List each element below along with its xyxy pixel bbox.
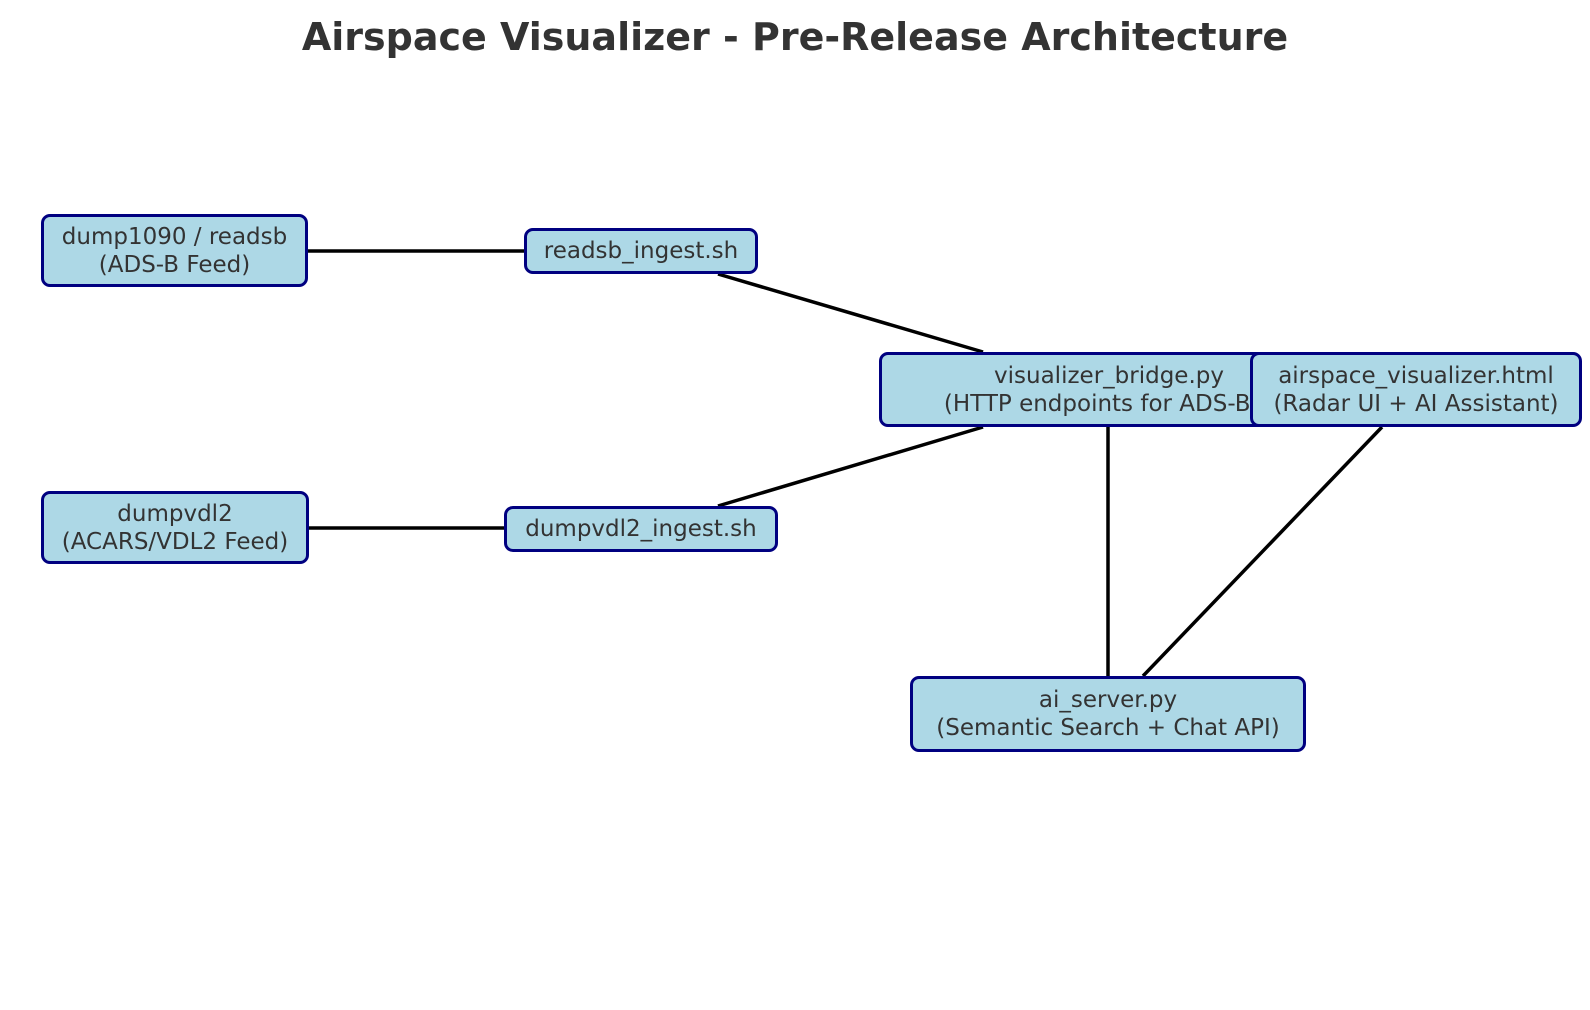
node-label: dumpvdl2 — [117, 500, 233, 527]
node-sublabel: (HTTP endpoints for ADS-B/A — [943, 390, 1275, 417]
node-sublabel: (Radar UI + AI Assistant) — [1273, 390, 1559, 417]
node-sublabel: (Semantic Search + Chat API) — [936, 715, 1280, 741]
node-readsb-ingest: readsb_ingest.sh — [524, 228, 758, 274]
node-label: dump1090 / readsb — [61, 223, 288, 250]
node-dumpvdl2: dumpvdl2 (ACARS/VDL2 Feed) — [41, 491, 309, 564]
edge-airspace-html-ai-server — [1141, 425, 1384, 678]
node-sublabel: (ADS-B Feed) — [98, 251, 251, 278]
node-sublabel: (ACARS/VDL2 Feed) — [61, 528, 289, 555]
node-ai-server: ai_server.py (Semantic Search + Chat API… — [910, 676, 1306, 752]
edge-readsb-ingest-bridge — [717, 272, 984, 354]
edge-dumpvdl2-ingest-bridge — [717, 425, 984, 508]
node-label: airspace_visualizer.html — [1278, 362, 1554, 389]
node-label: ai_server.py — [1038, 687, 1178, 713]
node-label: readsb_ingest.sh — [543, 238, 739, 264]
node-label: dumpvdl2_ingest.sh — [525, 516, 757, 542]
diagram-title: Airspace Visualizer - Pre-Release Archit… — [301, 15, 1289, 59]
node-dumpvdl2-ingest: dumpvdl2_ingest.sh — [504, 506, 778, 552]
node-label: visualizer_bridge.py — [994, 362, 1224, 389]
node-airspace-visualizer-html: airspace_visualizer.html (Radar UI + AI … — [1250, 352, 1582, 427]
node-dump1090: dump1090 / readsb (ADS-B Feed) — [41, 214, 308, 287]
